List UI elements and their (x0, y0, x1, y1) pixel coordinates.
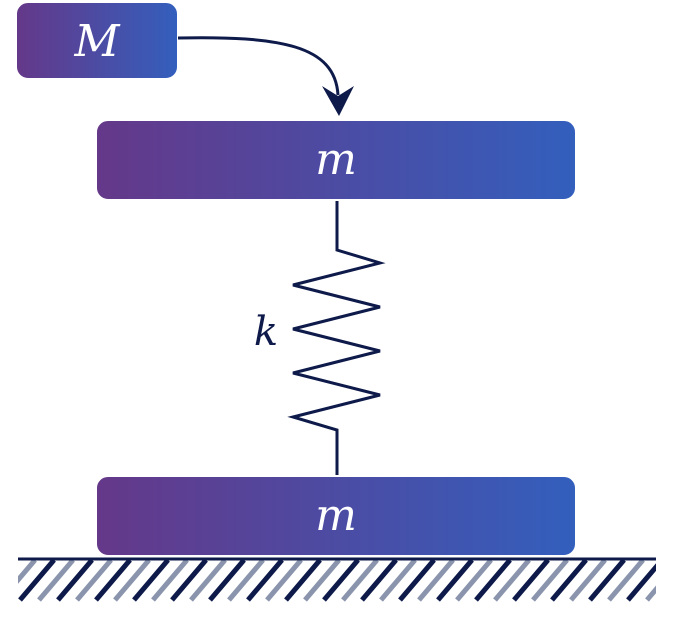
spring-constant-label: k (254, 309, 278, 355)
falling-mass: M (15, 1, 179, 80)
hatch-line (360, 558, 398, 602)
hatch-line (18, 558, 37, 584)
hatch-line (512, 558, 550, 602)
hatch-line (18, 558, 56, 602)
hatch-line (208, 558, 246, 602)
hatch-line (113, 558, 151, 602)
drop-arrow (177, 36, 340, 96)
hatch-line (56, 558, 94, 602)
hatch-line (227, 558, 265, 602)
lower-block: m (95, 475, 577, 557)
hatch-line (474, 558, 512, 602)
hatch-line (265, 558, 303, 602)
hatch-line (645, 585, 656, 602)
hatch-line (284, 558, 322, 602)
hatch-line (75, 558, 113, 602)
hatch-line (246, 558, 284, 602)
hatch-line (607, 558, 645, 602)
hatch-line (151, 558, 189, 602)
hatch-line (170, 558, 208, 602)
hatch-line (531, 558, 569, 602)
ground-hatching (0, 558, 676, 602)
lower-block-label: m (315, 490, 357, 541)
hatch-line (132, 558, 170, 602)
hatch-line (94, 558, 132, 602)
hatch-line (550, 558, 588, 602)
drop-arrow-head (322, 86, 354, 116)
upper-block-label: m (315, 134, 357, 185)
hatch-line (398, 558, 436, 602)
hatch-line (341, 558, 379, 602)
hatch-line (189, 558, 227, 602)
hatch-line (569, 558, 607, 602)
hatch-line (0, 560, 16, 600)
hatch-line (322, 558, 360, 602)
hatch-line (37, 558, 75, 602)
hatch-line (455, 558, 493, 602)
spring (287, 200, 386, 475)
hatch-line (417, 558, 455, 602)
hatch-line (666, 560, 676, 600)
hatch-line (493, 558, 531, 602)
hatch-line (588, 558, 626, 602)
hatch-line (626, 563, 656, 602)
falling-mass-label: M (73, 16, 120, 67)
hatch-line (379, 558, 417, 602)
hatch-line (303, 558, 341, 602)
upper-block: m (95, 119, 577, 201)
hatch-line (436, 558, 474, 602)
ground (0, 557, 676, 602)
